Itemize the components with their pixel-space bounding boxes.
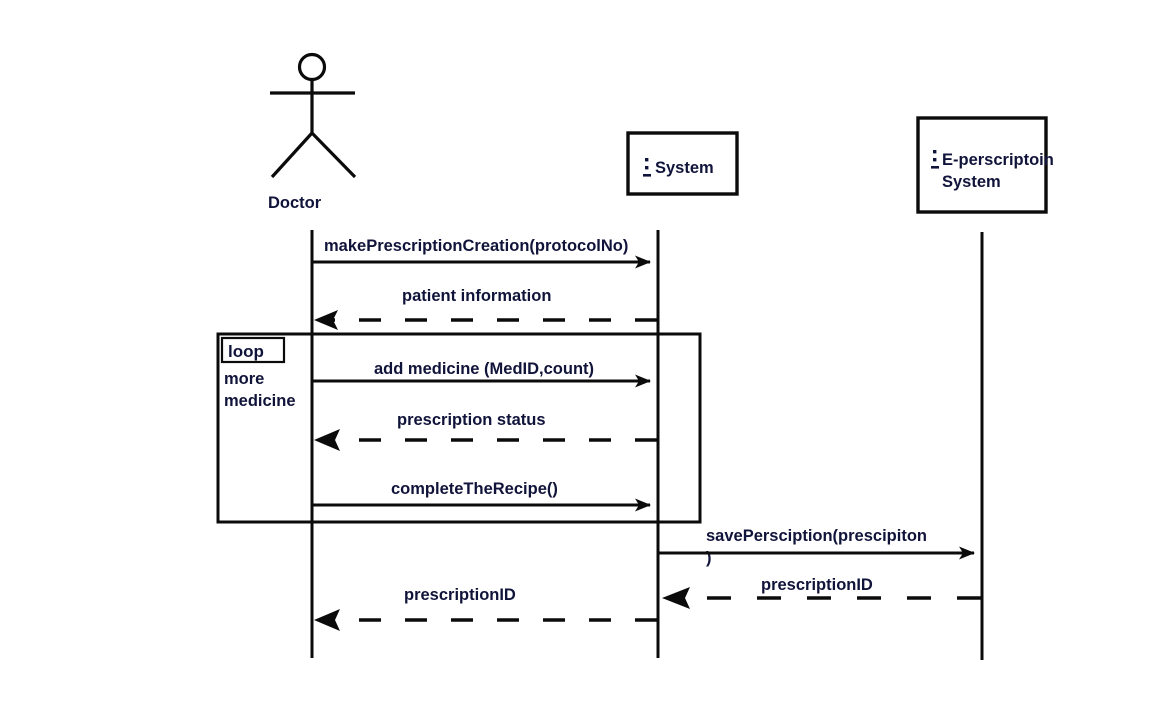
participant-system-label: System	[655, 159, 714, 177]
loop-fragment[interactable]: loop more medicine	[216, 332, 702, 524]
message-6-label-line1: savePersciption(prescipiton	[706, 527, 927, 545]
message-2-label: patient information	[402, 287, 551, 305]
message-patient-information[interactable]: patient information	[314, 287, 657, 330]
participant-eprescription-label-line1: E-perscriptoin	[942, 151, 1054, 169]
message-make-prescription-creation[interactable]: makePrescriptionCreation(protocolNo)	[313, 237, 651, 269]
loop-fragment-guard-line1: more	[224, 370, 264, 388]
colon-underline-glyph	[643, 158, 651, 177]
message-prescription-id-from-eprescription[interactable]: prescriptionID	[662, 576, 981, 609]
participant-eprescription[interactable]: E-perscriptoin System	[916, 116, 1054, 660]
message-complete-the-recipe[interactable]: completeTheRecipe()	[313, 480, 651, 512]
message-1-label: makePrescriptionCreation(protocolNo)	[324, 237, 628, 255]
loop-fragment-operator-box	[220, 336, 286, 364]
participant-eprescription-label-line2: System	[942, 173, 1001, 191]
colon-underline-glyph	[931, 150, 939, 169]
message-6-label-line2: )	[706, 549, 712, 567]
message-7-label: prescriptionID	[761, 576, 873, 594]
message-3-label: add medicine (MedID,count)	[374, 360, 594, 378]
message-add-medicine[interactable]: add medicine (MedID,count)	[313, 360, 651, 388]
participant-eprescription-box[interactable]	[916, 116, 1048, 214]
message-5-label: completeTheRecipe()	[391, 480, 558, 498]
participant-doctor[interactable]: Doctor	[268, 52, 357, 659]
loop-fragment-operator-label: loop	[228, 342, 264, 361]
message-7-arrowhead	[662, 587, 690, 609]
message-2-arrowhead	[314, 310, 338, 330]
participant-doctor-label: Doctor	[268, 194, 322, 212]
loop-fragment-guard-line2: medicine	[224, 392, 296, 410]
message-prescription-status[interactable]: prescription status	[314, 411, 657, 451]
message-save-persciption[interactable]: savePersciption(prescipiton )	[659, 527, 975, 567]
actor-stick-figure-icon	[270, 52, 357, 179]
message-8-arrowhead	[314, 609, 340, 631]
message-prescription-id-to-doctor[interactable]: prescriptionID	[314, 586, 657, 631]
message-8-label: prescriptionID	[404, 586, 516, 604]
participant-system[interactable]: System	[626, 131, 739, 658]
message-4-label: prescription status	[397, 411, 546, 429]
participant-system-box[interactable]	[626, 131, 739, 196]
message-4-arrowhead	[314, 429, 340, 451]
loop-fragment-frame	[216, 332, 702, 524]
